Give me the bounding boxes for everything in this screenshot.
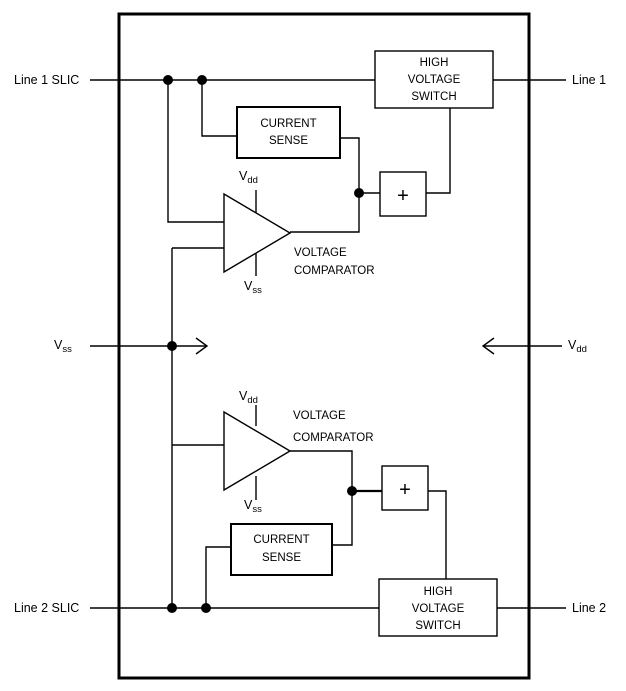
comparator-output-wire [290,450,353,491]
adder-block [381,465,429,511]
pin-vdd: Vdd [568,338,587,355]
comparator-label: COMPARATOR [294,265,375,277]
current-sense-output-wire [340,137,360,193]
pin-line2-slic: Line 2 SLIC [14,601,79,615]
current-sense-label: SENSE [262,552,301,564]
vdd-label: Vdd [239,169,258,186]
pin-line1-slic: Line 1 SLIC [14,73,79,87]
junction-dot [201,603,211,613]
current-sense-input-wire [201,80,237,137]
hv-switch-label: HIGH [420,57,449,69]
adder-to-switch-wire [428,490,447,579]
comparator-triangle [223,410,292,492]
comparator-label: VOLTAGE [294,247,347,259]
current-sense-output-wire [332,491,353,546]
hv-switch-block [378,578,498,637]
pin-line2: Line 2 [572,601,606,615]
vss-label: Vss [244,498,262,515]
supply-rails [90,247,562,608]
comparator-output-wire [290,193,360,233]
hv-switch-label: VOLTAGE [412,603,465,615]
vss-label: Vss [244,279,262,296]
current-sense-label: SENSE [269,135,308,147]
hv-switch-label: SWITCH [411,91,456,103]
top-channel: CURRENT SENSE + HIGH VOLTAGE SWITCH Vdd … [90,50,566,296]
adder-symbol: + [399,479,411,501]
adder-to-switch-wire [426,108,451,194]
comparator-input-wire [167,80,224,223]
hv-switch-block [374,50,494,109]
current-sense-label: CURRENT [260,118,316,130]
comparator-triangle [223,192,292,274]
current-sense-block [230,523,333,576]
vdd-label: Vdd [239,389,258,406]
vss-arrow-head [195,337,209,355]
hv-switch-label: SWITCH [415,620,460,632]
comparator-label: COMPARATOR [293,432,374,444]
pin-vss: Vss [54,338,72,355]
current-sense-input-wire [205,546,231,608]
current-sense-label: CURRENT [253,534,309,546]
hv-switch-label: HIGH [424,586,453,598]
bottom-channel: Vdd Vss VOLTAGE COMPARATOR + CURRENT SEN… [90,389,566,637]
vdd-arrow-head [481,337,495,355]
current-sense-block [236,106,341,159]
comparator-label: VOLTAGE [293,410,346,422]
pin-line1: Line 1 [572,73,606,87]
hv-switch-label: VOLTAGE [408,74,461,86]
junction-dot [167,341,177,351]
adder-symbol: + [397,185,409,207]
adder-block [379,171,427,217]
junction-dot [167,603,177,613]
